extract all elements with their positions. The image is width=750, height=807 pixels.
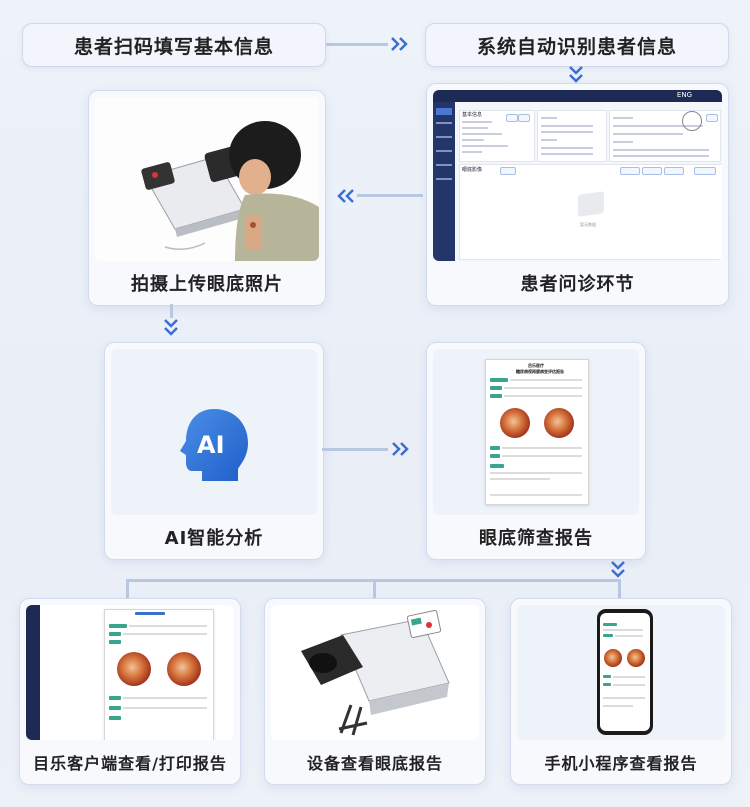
step-auto-identify: 系统自动识别患者信息 (425, 23, 729, 67)
card-report: 目乐医疗 糖尿病视网膜病变评估报告 眼底筛查报告 (426, 342, 646, 560)
card-inquiry: ENG 基本信息 (426, 83, 729, 306)
fundus-camera-person-illustration (141, 121, 319, 261)
card-ai-analysis: AI AI智能分析 (104, 342, 324, 560)
chevron-down-icon (569, 66, 583, 83)
card-device-view: 设备查看眼底报告 (264, 598, 486, 785)
phone-fundus-right (627, 649, 645, 667)
device-photo (271, 605, 479, 740)
connector-drop-left (126, 579, 129, 599)
step-client-view-label: 目乐客户端查看/打印报告 (33, 754, 227, 773)
chevron-down-icon (611, 561, 625, 578)
ui-sidebar (433, 102, 455, 261)
step-auto-identify-label: 系统自动识别患者信息 (476, 35, 677, 58)
step-capture-label: 拍摄上传眼底照片 (131, 274, 283, 295)
ui-top-bar: ENG (433, 90, 722, 102)
connector-h2 (357, 194, 423, 197)
connector-v1 (170, 304, 173, 318)
connector-h1 (326, 43, 388, 46)
ui-section-basic: 基本信息 (462, 112, 483, 118)
step-scan-qr-label: 患者扫码填写基本信息 (73, 35, 274, 58)
step-report-label: 眼底筛查报告 (479, 528, 593, 549)
fundus-left-image (500, 408, 530, 438)
connector-drop-mid (373, 579, 376, 599)
capture-photo (95, 97, 319, 261)
client-report-doc (104, 609, 214, 740)
ai-panel: AI (111, 349, 317, 515)
ui-stamp (682, 111, 702, 131)
step-ai-analysis-label: AI智能分析 (164, 528, 264, 549)
chevron-left-icon (337, 189, 354, 203)
ui-no-data: 暂无数据 (580, 222, 596, 227)
ai-icon-text: AI (197, 431, 225, 459)
step-scan-qr: 患者扫码填写基本信息 (22, 23, 326, 67)
card-capture: 拍摄上传眼底照片 (88, 90, 326, 306)
chevron-down-icon (164, 319, 178, 336)
card-mini-program: 手机小程序查看报告 (510, 598, 732, 785)
connector-drop-right (618, 579, 621, 599)
ui-empty-box-icon (578, 191, 604, 217)
card-client-view: 目乐客户端查看/打印报告 (19, 598, 241, 785)
client-fundus-left (117, 652, 151, 686)
ui-section-fundus: 眼底影像 (462, 167, 483, 173)
report-panel: 目乐医疗 糖尿病视网膜病变评估报告 (433, 349, 639, 515)
ai-head-icon (180, 409, 248, 481)
phone-fundus-left (604, 649, 622, 667)
connector-h3 (322, 448, 388, 451)
fundus-camera-device-illustration (301, 609, 450, 736)
chevron-right-icon (392, 442, 409, 456)
report-title: 糖尿病视网膜病变评估报告 (516, 369, 564, 374)
client-fundus-right (167, 652, 201, 686)
phone-mockup (597, 609, 653, 735)
report-org: 目乐医疗 (528, 363, 544, 368)
ui-lang-label: ENG (676, 91, 692, 99)
step-device-view-label: 设备查看眼底报告 (306, 754, 443, 773)
phone-panel (517, 605, 725, 740)
chevron-right-icon (391, 37, 408, 51)
report-document: 目乐医疗 糖尿病视网膜病变评估报告 (485, 359, 589, 505)
step-inquiry-label: 患者问诊环节 (520, 274, 635, 295)
step-mini-program-label: 手机小程序查看报告 (544, 754, 698, 773)
fundus-right-image (544, 408, 574, 438)
inquiry-ui-screenshot: ENG 基本信息 (433, 90, 722, 261)
client-screenshot (26, 605, 234, 740)
